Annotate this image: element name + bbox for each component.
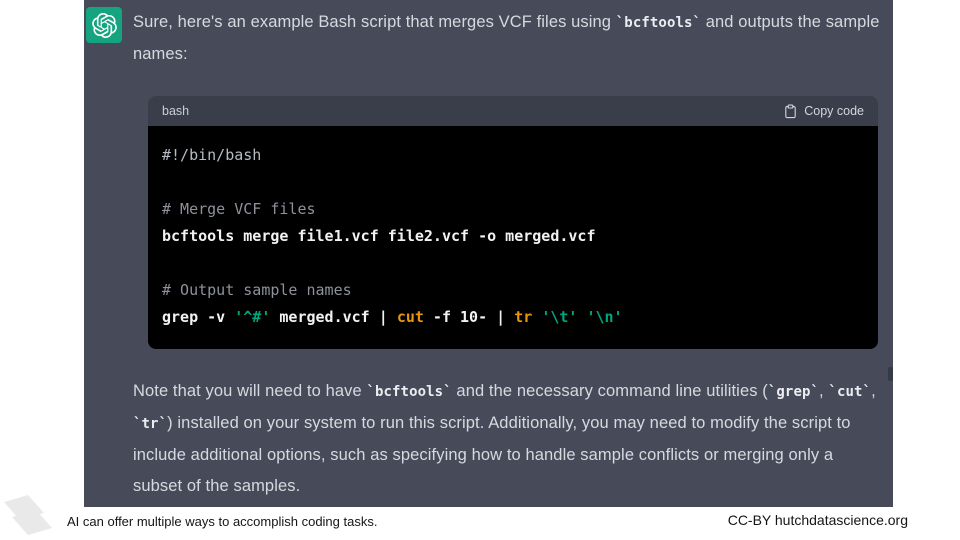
text-run: ) installed on your system to run this s… xyxy=(133,414,851,495)
text-run: and outputs the sample names: xyxy=(133,13,880,63)
slide-caption: AI can offer multiple ways to accomplish… xyxy=(67,514,378,529)
code-token: # Output sample names xyxy=(162,281,352,299)
clipboard-icon xyxy=(785,104,796,118)
code-line xyxy=(162,250,864,277)
openai-logo-icon xyxy=(91,12,117,38)
code-language-label: bash xyxy=(162,104,190,118)
text-run: , xyxy=(871,382,876,400)
inline-code: `bcftools` xyxy=(615,15,702,31)
text-run: Sure, here's an example Bash script that… xyxy=(133,13,616,31)
code-token: #!/bin/bash xyxy=(162,146,262,164)
scrollbar-thumb[interactable] xyxy=(888,367,893,381)
text-run: and the necessary command line utilities… xyxy=(451,382,768,400)
code-block-header: bash Copy code xyxy=(148,96,878,126)
code-token: '^#' xyxy=(234,308,271,326)
code-token: grep -v xyxy=(162,308,235,326)
license-attribution: CC-BY hutchdatascience.org xyxy=(727,512,908,528)
code-token: merged.vcf | xyxy=(270,308,397,326)
inline-code: `grep` xyxy=(767,384,820,400)
code-token: tr xyxy=(514,308,533,326)
text-run: Note that you will need to have xyxy=(133,382,367,400)
code-token: bcftools merge file1.vcf file2.vcf -o me… xyxy=(162,227,596,245)
copy-code-button[interactable]: Copy code xyxy=(784,104,864,119)
message-paragraph-1: Sure, here's an example Bash script that… xyxy=(133,7,885,70)
code-content: #!/bin/bash # Merge VCF files bcftools me… xyxy=(148,126,878,349)
inline-code: `cut` xyxy=(828,384,872,400)
code-line xyxy=(162,169,864,196)
assistant-avatar xyxy=(86,7,122,43)
code-line: #!/bin/bash xyxy=(162,142,864,169)
code-block: bash Copy code #!/bin/bash # Merge VCF f… xyxy=(148,96,878,349)
code-token: -f 10- | xyxy=(423,308,515,326)
code-line: grep -v '^#' merged.vcf | cut -f 10- | t… xyxy=(162,304,864,331)
message-paragraph-2: Note that you will need to have `bcftool… xyxy=(133,376,885,502)
inline-code: `bcftools` xyxy=(366,384,452,400)
code-token: # Merge VCF files xyxy=(162,200,316,218)
code-line: bcftools merge file1.vcf file2.vcf -o me… xyxy=(162,223,864,250)
text-run: , xyxy=(819,382,829,400)
code-token: '\n' xyxy=(586,308,623,326)
code-token: '\t' xyxy=(541,308,578,326)
hutch-logo-icon xyxy=(4,495,52,535)
code-line: # Merge VCF files xyxy=(162,196,864,223)
code-line: # Output sample names xyxy=(162,277,864,304)
code-token: cut xyxy=(396,308,424,326)
code-token xyxy=(532,308,541,326)
copy-code-label: Copy code xyxy=(804,104,864,118)
inline-code: `tr` xyxy=(133,416,168,432)
